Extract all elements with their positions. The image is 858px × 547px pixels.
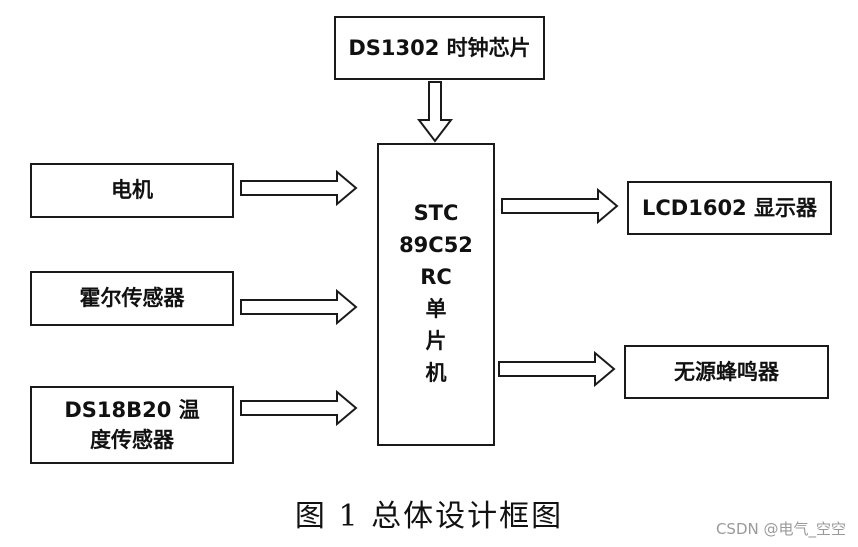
buzzer-label: 无源蜂鸣器 <box>674 359 779 384</box>
figure-caption: 图 1 总体设计框图 <box>294 499 564 534</box>
motor-block: 电机 <box>30 163 234 218</box>
mcu-line-4: 单 <box>425 297 447 321</box>
arrow-motor-to-mcu <box>240 169 358 207</box>
buzzer-block: 无源蜂鸣器 <box>624 345 829 399</box>
watermark: CSDN @电气_空空 <box>715 520 846 538</box>
arrow-hall-to-mcu <box>240 288 358 326</box>
hall-sensor-block: 霍尔传感器 <box>30 271 234 326</box>
arrow-temp-to-mcu <box>240 389 358 427</box>
hall-sensor-label: 霍尔传感器 <box>79 286 185 311</box>
temp-sensor-block: DS18B20 温度传感器 <box>30 386 234 464</box>
arrow-mcu-to-buzzer <box>498 350 616 388</box>
mcu-line-5: 片 <box>425 329 447 353</box>
motor-label: 电机 <box>111 178 153 203</box>
temp-sensor-label: DS18B20 温度传感器 <box>64 397 200 452</box>
mcu-line-2: 89C52 <box>399 233 473 257</box>
arrow-clock-to-mcu <box>416 81 454 143</box>
mcu-line-1: STC <box>413 201 459 225</box>
lcd-block: LCD1602 显示器 <box>627 181 832 235</box>
mcu-block: STC 89C52 RC 单 片 机 <box>377 143 495 446</box>
lcd-label: LCD1602 显示器 <box>642 195 817 220</box>
clock-chip-block: DS1302 时钟芯片 <box>334 16 545 80</box>
mcu-line-3: RC <box>420 265 452 289</box>
arrow-mcu-to-lcd <box>501 187 619 225</box>
clock-chip-label: DS1302 时钟芯片 <box>348 35 531 60</box>
mcu-line-6: 机 <box>425 361 447 385</box>
